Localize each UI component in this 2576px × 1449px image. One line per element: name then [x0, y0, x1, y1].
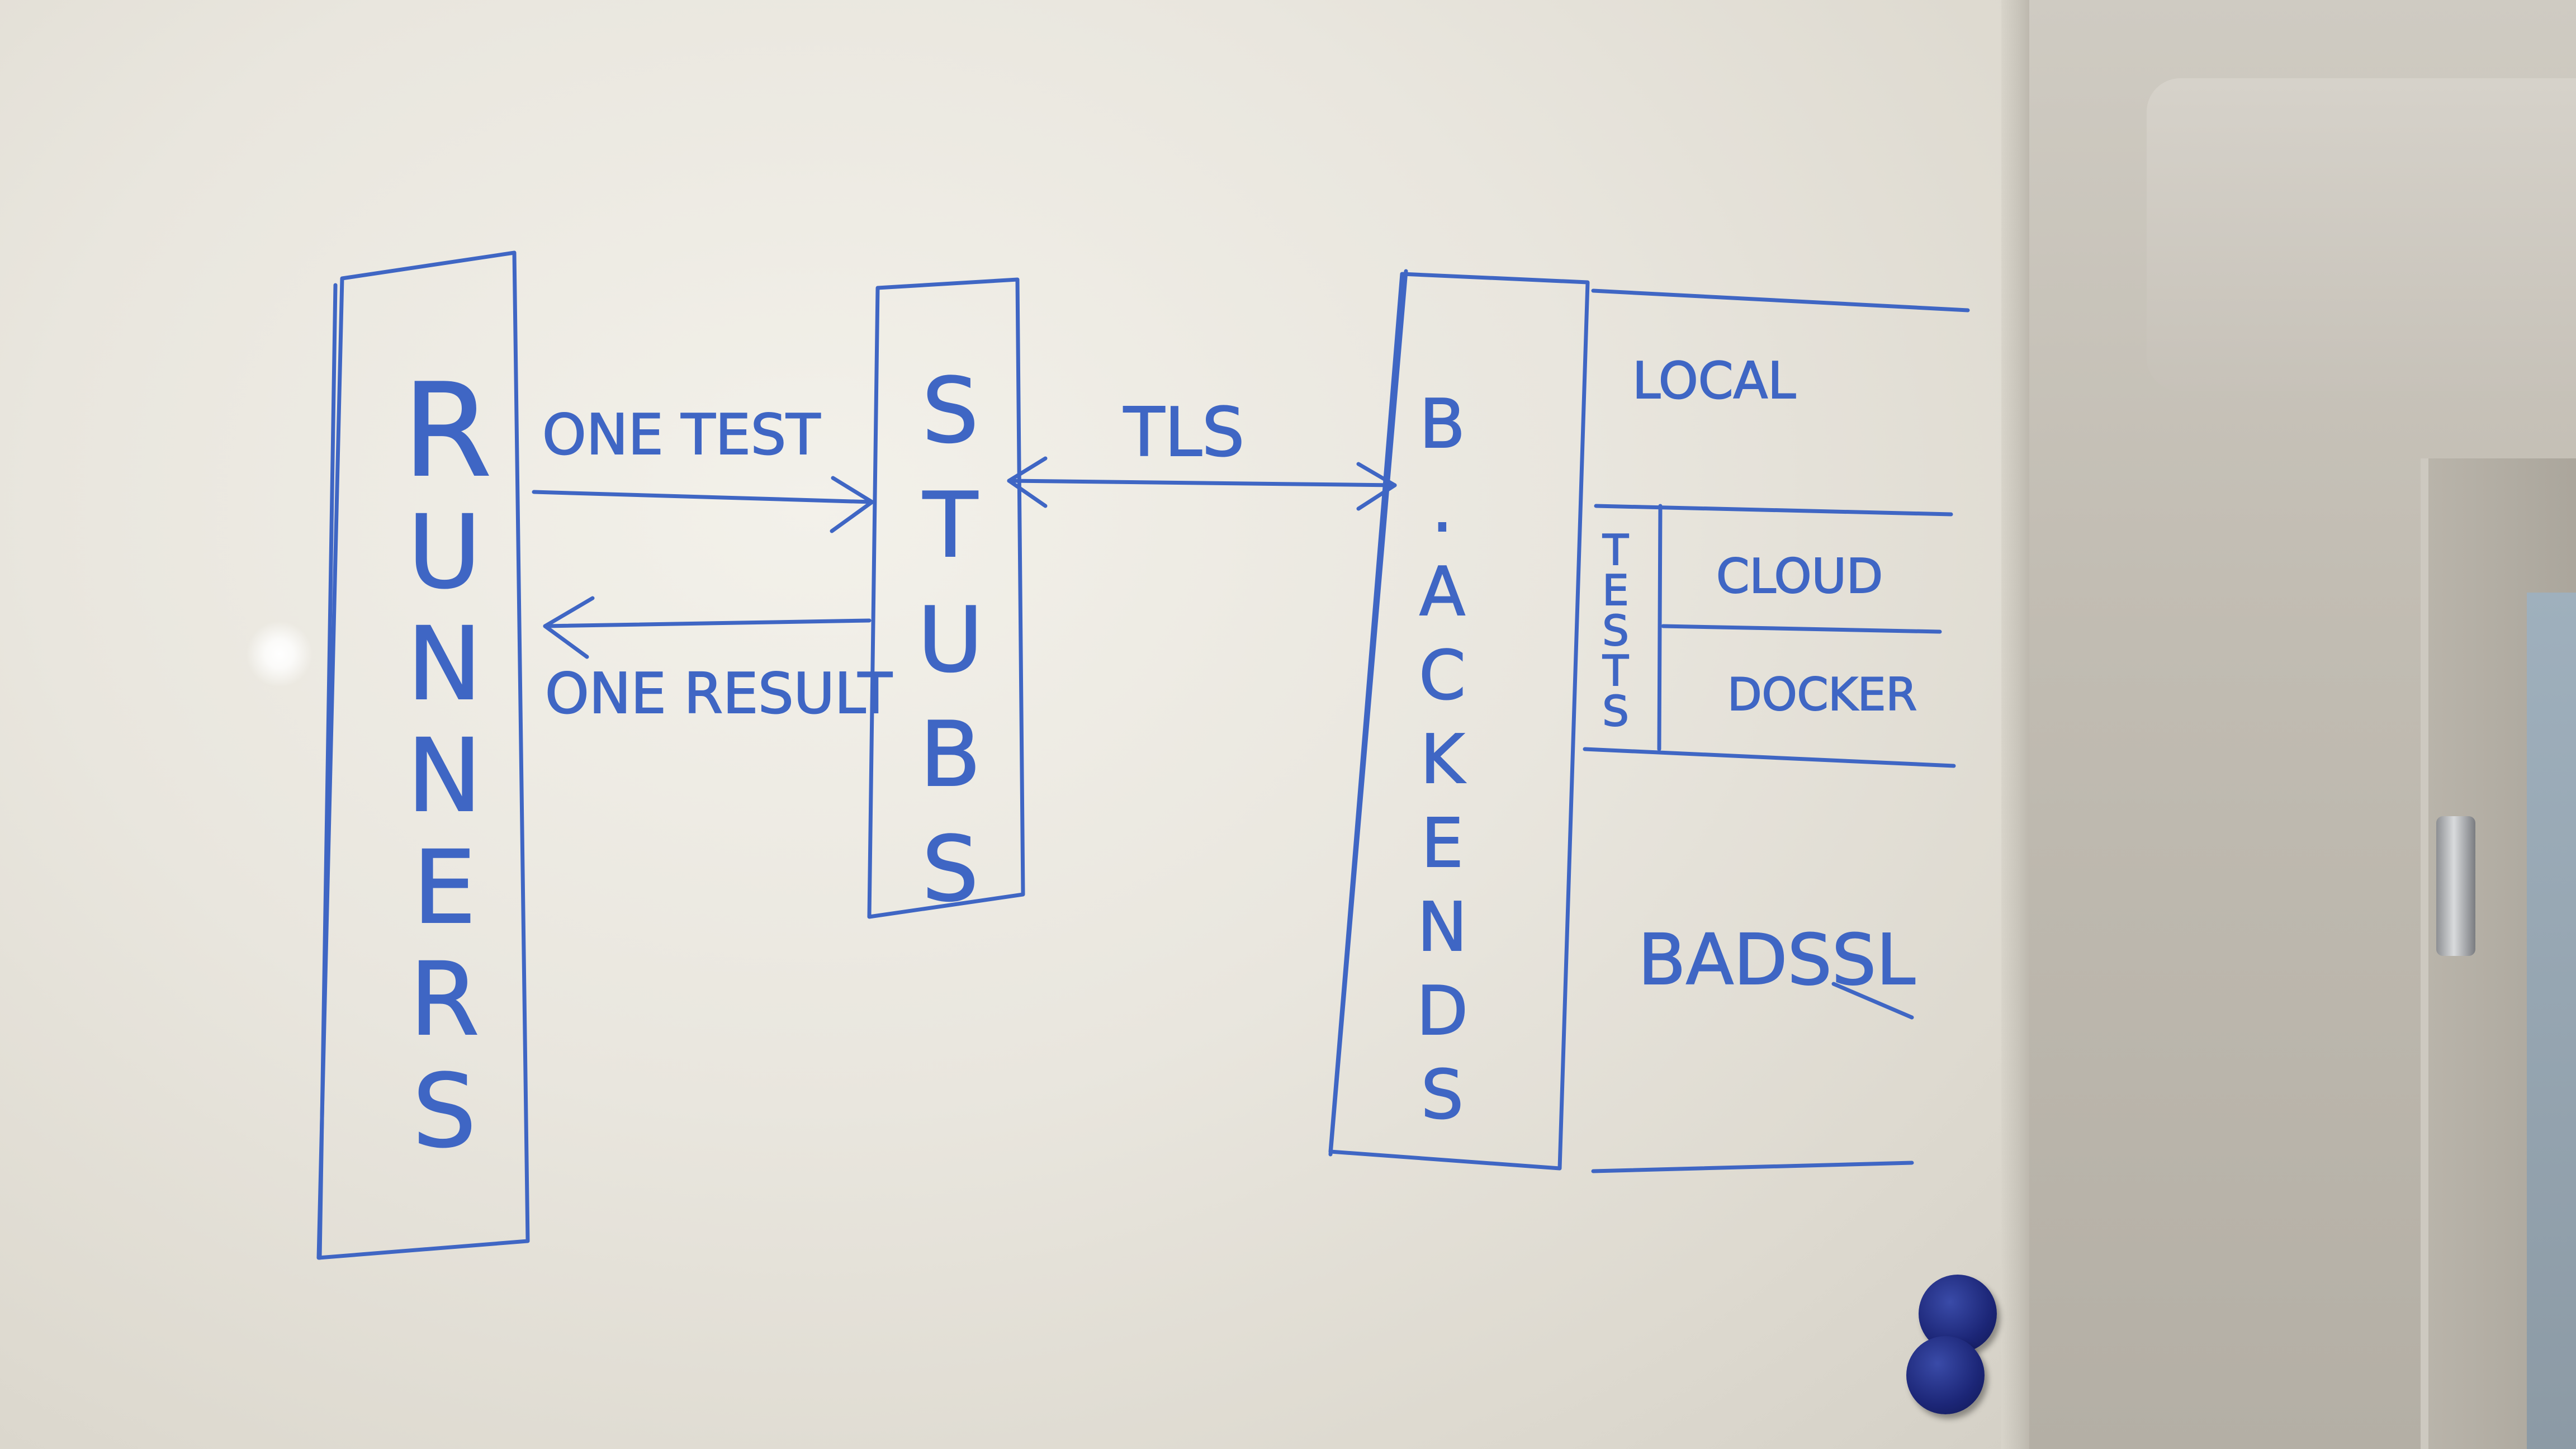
tests-letter: S: [1602, 686, 1629, 736]
stubs-letter: T: [922, 473, 978, 577]
backend-table-lines: [1583, 288, 1970, 1173]
runners-letter: R: [402, 357, 492, 506]
tests-letter: T: [1602, 646, 1629, 695]
one-test-arrow: [532, 476, 874, 533]
shelf: [2147, 78, 2576, 391]
backends-letter: D: [1417, 973, 1468, 1050]
whiteboard-frame: [2001, 0, 2029, 1449]
stubs-letter: S: [922, 358, 979, 463]
one-result-label: ONE RESULT: [545, 661, 893, 726]
tests-letter: T: [1602, 525, 1629, 575]
one-test-label: ONE TEST: [542, 402, 821, 467]
backend-docker-label: DOCKER: [1727, 669, 1917, 721]
light-glare: [246, 621, 313, 688]
runners-letter: E: [413, 830, 476, 946]
backend-cloud-label: CLOUD: [1716, 549, 1883, 604]
tests-letter: E: [1602, 566, 1628, 615]
runners-label: R: [402, 356, 493, 506]
stubs-letter: U: [917, 588, 983, 692]
backends-letter: N: [1417, 889, 1467, 967]
runners-letter: S: [413, 1053, 476, 1170]
door-handle: [2436, 816, 2475, 956]
stubs-box: [867, 277, 1025, 919]
backends-letter: S: [1421, 1057, 1464, 1134]
stubs-letter: B: [920, 702, 981, 807]
badssl-underline: [1831, 982, 1914, 1020]
backends-letter: K: [1420, 721, 1466, 799]
backend-badssl-label: BADSSL: [1638, 920, 1915, 1001]
backends-letter: .: [1432, 470, 1453, 547]
door-glass: [2527, 593, 2576, 1449]
runners-letter: R: [409, 941, 479, 1058]
tests-letter: S: [1602, 606, 1629, 655]
backends-letter: A: [1419, 553, 1465, 631]
tls-arrow: [1007, 456, 1397, 511]
tls-label: TLS: [1123, 394, 1244, 472]
runners-letter: N: [407, 718, 482, 835]
backends-letter: E: [1421, 805, 1464, 883]
runners-box: [316, 250, 530, 1260]
backends-letter: C: [1419, 637, 1466, 715]
stubs-letter: S: [922, 817, 979, 921]
runners-letter: N: [407, 606, 482, 723]
backend-local-label: LOCAL: [1632, 352, 1796, 410]
one-result-arrow: [543, 596, 872, 659]
whiteboard: [0, 0, 2024, 1449]
backends-box: [1328, 269, 1590, 1171]
magnet[interactable]: [1906, 1336, 1985, 1414]
backends-letter: B: [1419, 386, 1465, 463]
runners-letter: U: [408, 494, 481, 611]
